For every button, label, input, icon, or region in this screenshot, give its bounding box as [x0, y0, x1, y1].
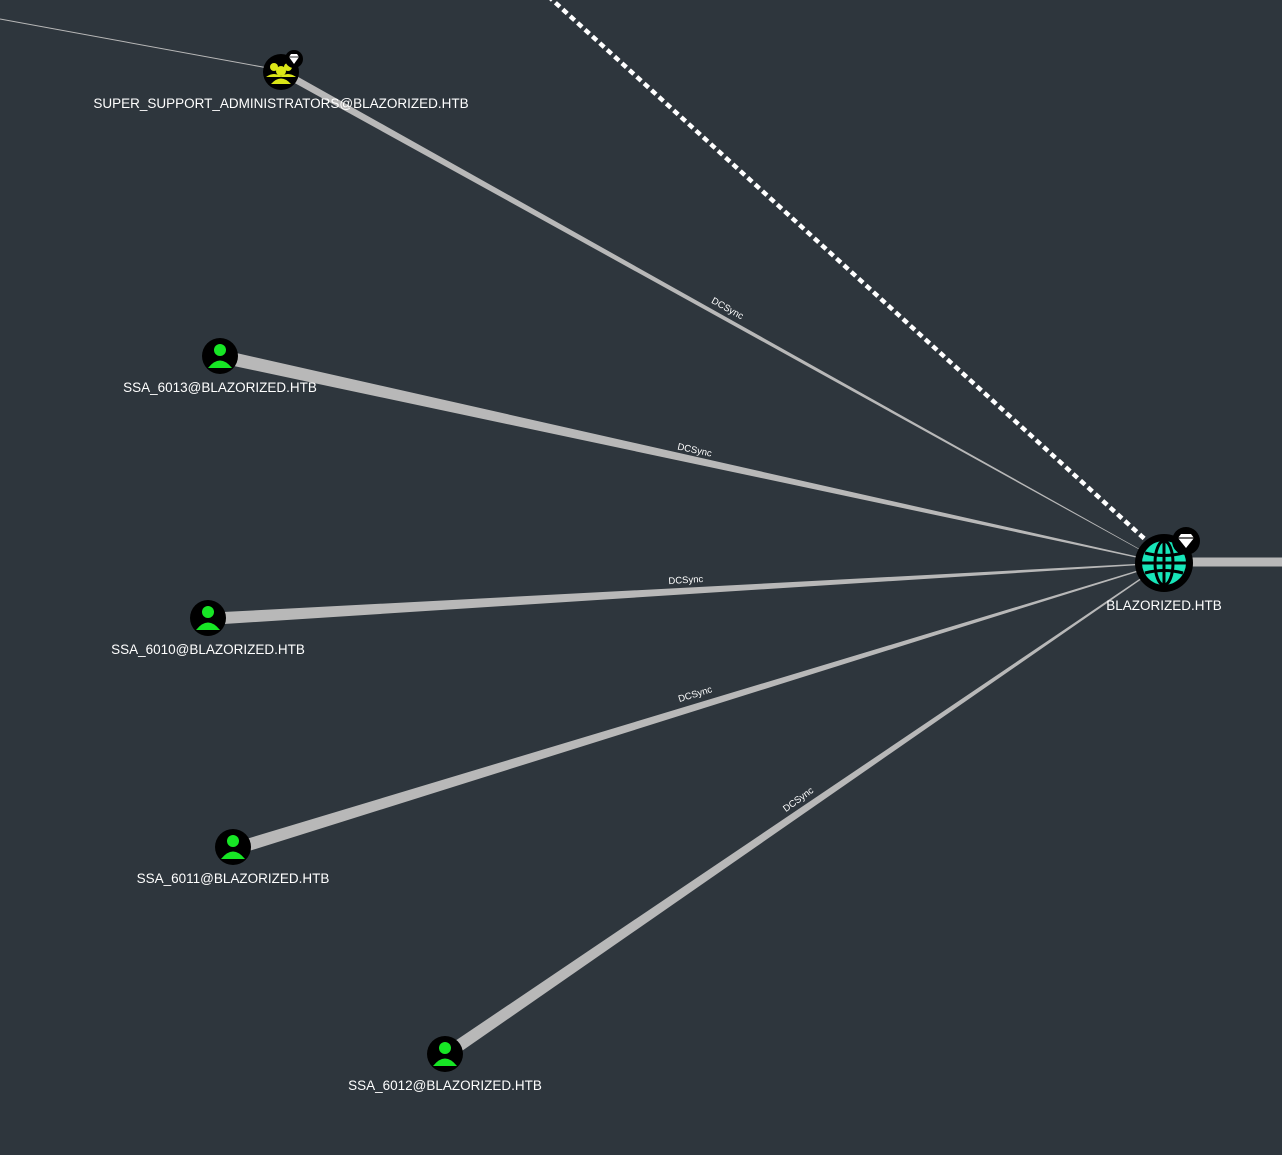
highvalue-diamond-icon [1172, 527, 1200, 555]
edge-label-ssa-6010: DCSync [668, 574, 704, 587]
node-label-ssa-6013: SSA_6013@BLAZORIZED.HTB [123, 380, 317, 395]
user-icon [208, 344, 232, 368]
edges [223, 69, 1165, 1053]
highvalue-diamond-icon [285, 50, 303, 68]
edge-ssa-6010-to-domain[interactable] [223, 562, 1164, 625]
node-label-ssa-6011: SSA_6011@BLAZORIZED.HTB [137, 871, 330, 886]
node-label-ssa-6010: SSA_6010@BLAZORIZED.HTB [111, 642, 305, 657]
node-blazorized-htb[interactable] [1135, 527, 1200, 592]
node-ssa-6010[interactable] [190, 600, 226, 636]
node-ssa-6011[interactable] [215, 829, 251, 865]
nodes: SUPER_SUPPORT_ADMINISTRATORS@BLAZORIZED.… [93, 50, 1222, 1093]
edge-ssa-6012-to-domain[interactable] [452, 562, 1165, 1053]
domain-globe-icon [1142, 539, 1186, 587]
node-ssa-6012[interactable] [427, 1036, 463, 1072]
offscreen-edge-left[interactable] [0, 18, 269, 69]
user-icon [433, 1042, 457, 1066]
node-label-super-support-admins: SUPER_SUPPORT_ADMINISTRATORS@BLAZORIZED.… [93, 96, 468, 111]
node-ssa-6013[interactable] [202, 338, 238, 374]
edge-labels: DCSync DCSync DCSync DCSync DCSync [668, 296, 816, 815]
offscreen-edge-dashed[interactable] [548, 0, 1150, 544]
offscreen-edges [0, 0, 1282, 567]
edge-ssa-6011-to-domain[interactable] [243, 562, 1165, 853]
node-label-blazorized-htb: BLAZORIZED.HTB [1106, 598, 1222, 613]
edge-ssa-6013-to-domain[interactable] [229, 352, 1165, 564]
user-icon [196, 606, 220, 630]
node-label-ssa-6012: SSA_6012@BLAZORIZED.HTB [348, 1078, 542, 1093]
user-icon [221, 835, 245, 859]
node-super-support-admins[interactable] [263, 50, 303, 90]
edge-super-support-admins-to-domain[interactable] [284, 69, 1165, 564]
group-icon [266, 63, 296, 84]
